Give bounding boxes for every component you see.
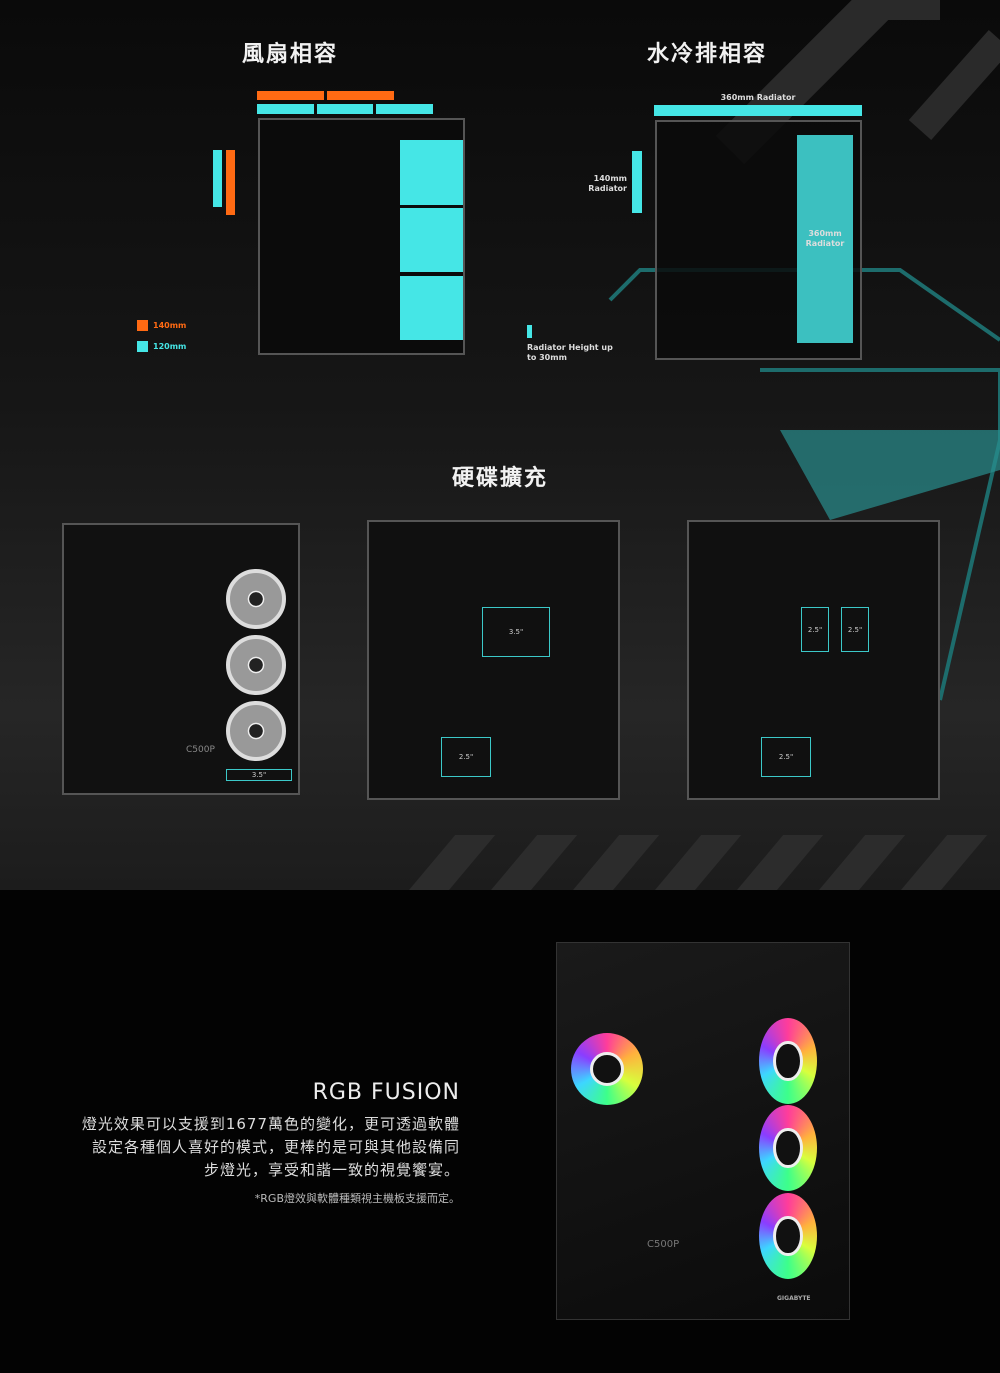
rgb-fan-icon [759,1105,817,1191]
drive-bay-2-5: 2.5" [801,607,829,652]
drive-bay-2-5: 2.5" [441,737,491,777]
fan-icon [226,635,286,695]
case-angled-view-2: 2.5" 2.5" 2.5" [687,520,940,800]
top-radiator-bar [654,105,862,116]
fan-120-side-3 [400,276,463,340]
front-radiator-label: 140mm Radiator [588,174,627,193]
legend-swatch [137,320,148,331]
drive-bay-3-5: 3.5" [482,607,550,657]
fan-icon [226,569,286,629]
rgb-case-image: C500P GIGABYTE [556,942,850,1320]
drive-bay-2-5: 2.5" [761,737,811,777]
legend-swatch [137,341,148,352]
legend-label: 120mm [153,341,187,351]
side-radiator-label: 360mm Radiator [805,229,845,248]
legend-140: 140mm [137,320,186,331]
legend-120: 120mm [137,341,186,352]
fan-140-top-1 [257,91,324,100]
rgb-description-line: 設定各種個人喜好的模式，更棒的是可與其他設備同 [91,1138,460,1156]
fan-120-top-3 [376,104,433,114]
case-side-view: C500P 3.5" [62,523,300,795]
fan-140-top-2 [327,91,394,100]
rgb-text-block: RGB FUSION 燈光效果可以支援到1677萬色的變化，更可透過軟體 設定各… [60,1080,460,1206]
radiator-height-marker [527,325,532,338]
rgb-footnote: *RGB燈效與軟體種類視主機板支援而定。 [254,1192,460,1205]
fan-120-top-2 [317,104,373,114]
legend-label: 140mm [153,320,187,330]
fan-120-side-1 [400,140,463,205]
rgb-description-line: 步燈光，享受和諧一致的視覺饗宴。 [203,1161,460,1179]
fan-120-top-1 [257,104,314,114]
gigabyte-logo: GIGABYTE [777,1295,811,1302]
fan-140-rear [226,150,235,215]
rgb-fan-icon [759,1193,817,1279]
decorative-lines [608,0,1000,701]
fan-icon [226,701,286,761]
case-angled-view-1: 3.5" 2.5" [367,520,620,800]
drive-section-title: 硬碟擴充 [451,466,549,491]
rgb-fan-icon [759,1018,817,1104]
radiator-height-label: Radiator Height up to 30mm [527,343,613,362]
model-label: C500P [186,745,215,755]
fan-120-rear [213,150,222,207]
model-label: C500P [647,1239,680,1250]
front-radiator-bar [632,151,642,213]
rgb-fan-icon [571,1033,643,1105]
fan-section-title: 風扇相容 [241,42,339,67]
drive-bay-2-5: 2.5" [841,607,869,652]
decorative-stripes [400,835,1000,890]
drive-bay-3-5: 3.5" [226,769,292,781]
rgb-title: RGB FUSION [312,1080,460,1105]
top-radiator-label: 360mm Radiator [720,93,796,102]
rgb-description-line: 燈光效果可以支援到1677萬色的變化，更可透過軟體 [81,1115,460,1133]
radiator-section-title: 水冷排相容 [646,42,768,67]
fan-120-side-2 [400,208,463,272]
side-radiator-bar: 360mm Radiator [797,135,853,343]
